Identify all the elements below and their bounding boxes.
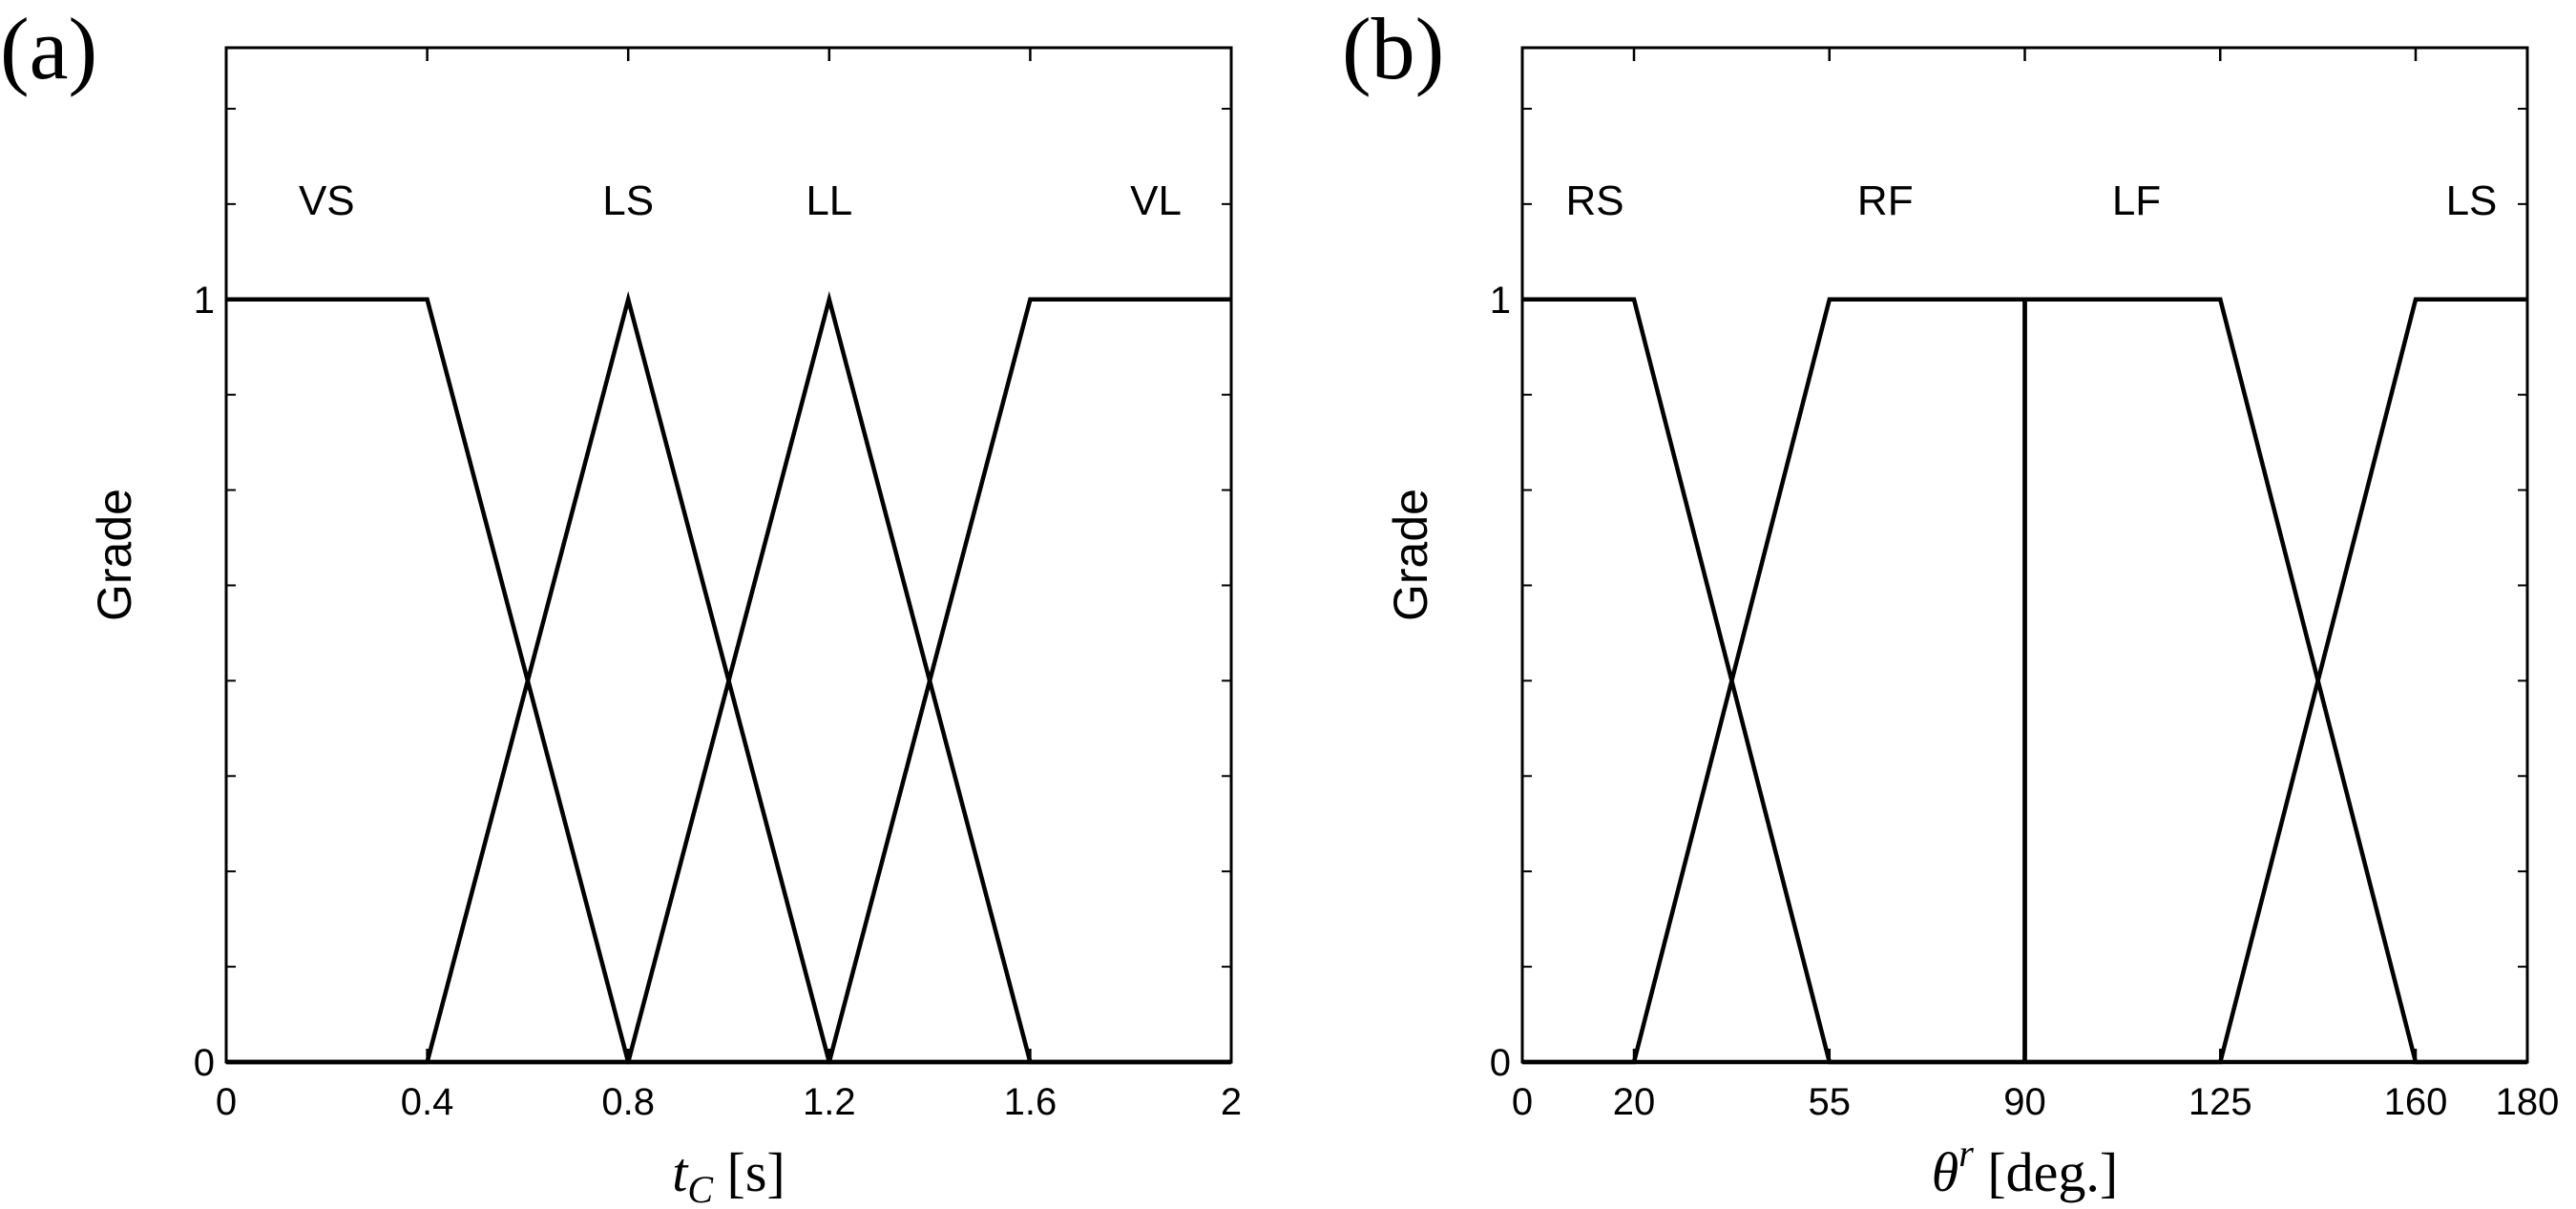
series-line-rf (1522, 297, 2027, 1065)
set-label-ls: LS (2446, 177, 2498, 224)
x-tick-label: 0 (1512, 1081, 1533, 1123)
set-label-rf: RF (1857, 177, 1914, 224)
x-tick-label: 1.6 (1004, 1081, 1058, 1123)
y-tick-label: 1 (194, 280, 215, 322)
series-line-lf (2022, 297, 2527, 1065)
y-tick-label: 1 (1490, 280, 1511, 322)
x-axis-label: tC [s] (672, 1141, 785, 1209)
x-axis-unit: [deg.] (1974, 1141, 2118, 1203)
set-label-ll: LL (806, 177, 852, 224)
set-label-vl: VL (1130, 177, 1182, 224)
panel-label: (b) (1342, 0, 1444, 97)
set-label-vs: VS (299, 177, 355, 224)
series-line-ls (1522, 297, 2527, 1065)
x-tick-label: 20 (1613, 1081, 1656, 1123)
x-axis-superscript: r (1958, 1132, 1974, 1175)
x-axis-label: θr [deg.] (1932, 1132, 2118, 1203)
x-tick-label: 90 (2003, 1081, 2046, 1123)
x-tick-label: 0.8 (601, 1081, 655, 1123)
y-tick-label: 0 (1490, 1042, 1511, 1084)
x-tick-label: 160 (2384, 1081, 2448, 1123)
x-tick-label: 0.4 (401, 1081, 454, 1123)
x-tick-label: 125 (2189, 1081, 2252, 1123)
x-axis-unit: [s] (713, 1141, 785, 1203)
x-tick-label: 180 (2496, 1081, 2560, 1123)
x-tick-label: 2 (1221, 1081, 1242, 1123)
set-label-ls: LS (602, 177, 654, 224)
series-line-ll (226, 290, 1231, 1065)
series-line-vl (226, 297, 1231, 1065)
x-tick-label: 55 (1809, 1081, 1852, 1123)
x-axis-symbol: t (672, 1141, 689, 1203)
y-axis-label: Grade (88, 489, 141, 621)
y-axis-label: Grade (1384, 489, 1437, 621)
y-tick-label: 0 (194, 1042, 215, 1084)
plot-frame (224, 46, 1233, 1064)
set-label-rs: RS (1565, 177, 1623, 224)
x-tick-label: 0 (216, 1081, 237, 1123)
x-axis-symbol: θ (1932, 1141, 1959, 1203)
set-label-lf: LF (2112, 177, 2161, 224)
x-axis-subscript: C (687, 1168, 714, 1209)
panel-label: (a) (0, 0, 97, 97)
x-tick-label: 1.2 (803, 1081, 856, 1123)
